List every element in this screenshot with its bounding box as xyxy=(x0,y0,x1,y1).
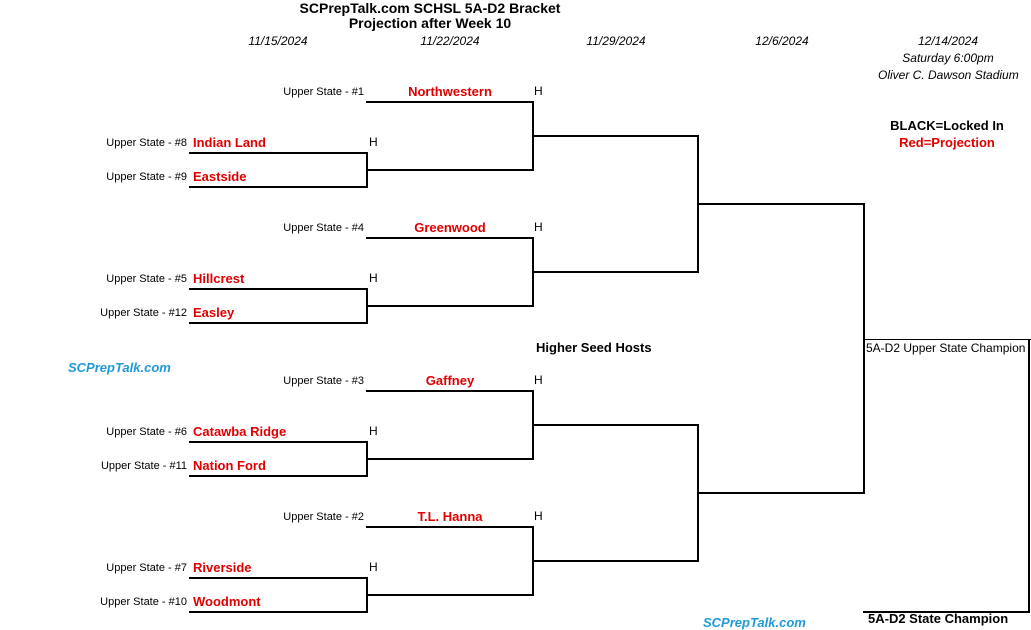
bracket-line xyxy=(189,152,368,154)
team-name: Eastside xyxy=(193,169,247,184)
bracket-line xyxy=(863,611,1030,613)
home-marker: H xyxy=(534,509,543,523)
bracket-line xyxy=(189,441,368,443)
team-name: Northwestern xyxy=(408,84,492,99)
bracket-line xyxy=(189,475,368,477)
date-final: 12/14/2024 xyxy=(917,34,979,48)
date-round4: 12/6/2024 xyxy=(755,34,809,48)
home-marker: H xyxy=(369,271,378,285)
seed-label: Upper State - #2 xyxy=(283,511,364,523)
home-marker: H xyxy=(534,373,543,387)
bracket-line xyxy=(189,322,368,324)
seed-label: Upper State - #4 xyxy=(283,222,364,234)
bracket-line xyxy=(366,169,534,171)
seed-label: Upper State - #1 xyxy=(283,86,364,98)
bracket-line xyxy=(532,271,699,273)
team-name: Nation Ford xyxy=(193,458,266,473)
bracket-line xyxy=(189,577,368,579)
team-name: Catawba Ridge xyxy=(193,424,287,439)
date-round1: 11/15/2024 xyxy=(248,34,308,48)
date-round3: 11/29/2024 xyxy=(586,34,646,48)
home-marker: H xyxy=(534,84,543,98)
bracket-line xyxy=(366,237,534,239)
bracket-line xyxy=(366,101,534,103)
team-name: T.L. Hanna xyxy=(417,509,483,524)
bracket-line xyxy=(189,186,368,188)
bracket-line xyxy=(532,560,699,562)
watermark-bottom: SCPrepTalk.com xyxy=(703,615,806,630)
upper-state-champion-label: 5A-D2 Upper State Champion xyxy=(866,341,1026,355)
bracket-line xyxy=(532,424,699,426)
team-name: Hillcrest xyxy=(193,271,245,286)
bracket-line xyxy=(697,492,865,494)
bracket-line xyxy=(189,611,368,613)
seed-label: Upper State - #5 xyxy=(106,273,187,285)
bracket-line xyxy=(532,135,699,137)
bracket-line xyxy=(1028,339,1030,611)
home-marker: H xyxy=(369,135,378,149)
team-name: Easley xyxy=(193,305,235,320)
seed-label: Upper State - #3 xyxy=(283,375,364,387)
team-name: Riverside xyxy=(193,560,252,575)
host-note: Higher Seed Hosts xyxy=(536,340,652,355)
home-marker: H xyxy=(369,424,378,438)
seed-label: Upper State - #7 xyxy=(106,562,187,574)
seed-label: Upper State - #11 xyxy=(100,460,187,472)
team-name: Indian Land xyxy=(193,135,266,150)
seed-label: Upper State - #12 xyxy=(100,307,187,319)
legend-locked: BLACK=Locked In xyxy=(890,118,1004,133)
date-round2: 11/22/2024 xyxy=(420,34,480,48)
seed-label: Upper State - #6 xyxy=(106,426,187,438)
bracket-line xyxy=(366,305,534,307)
final-venue: Oliver C. Dawson Stadium xyxy=(878,68,1019,82)
state-champion-label: 5A-D2 State Champion xyxy=(868,611,1009,626)
bracket-line xyxy=(863,203,865,494)
legend-projection: Red=Projection xyxy=(899,135,995,150)
seed-label: Upper State - #8 xyxy=(106,137,187,149)
team-name: Gaffney xyxy=(425,373,475,388)
bracket-line xyxy=(366,526,534,528)
team-name: Greenwood xyxy=(414,220,486,235)
bracket-line xyxy=(697,203,865,205)
seed-label: Upper State - #9 xyxy=(106,171,187,183)
bracket-line xyxy=(189,288,368,290)
bracket-line xyxy=(366,594,534,596)
team-name: Woodmont xyxy=(193,594,261,609)
bracket-line xyxy=(366,390,534,392)
home-marker: H xyxy=(534,220,543,234)
home-marker: H xyxy=(369,560,378,574)
bracket-line xyxy=(863,339,1031,340)
seed-label: Upper State - #10 xyxy=(100,596,187,608)
final-time: Saturday 6:00pm xyxy=(902,51,994,65)
bracket-line xyxy=(366,458,534,460)
bracket-subtitle: Projection after Week 10 xyxy=(348,15,512,31)
watermark-left: SCPrepTalk.com xyxy=(68,360,171,375)
bracket-title: SCPrepTalk.com SCHSL 5A-D2 Bracket xyxy=(299,0,561,16)
